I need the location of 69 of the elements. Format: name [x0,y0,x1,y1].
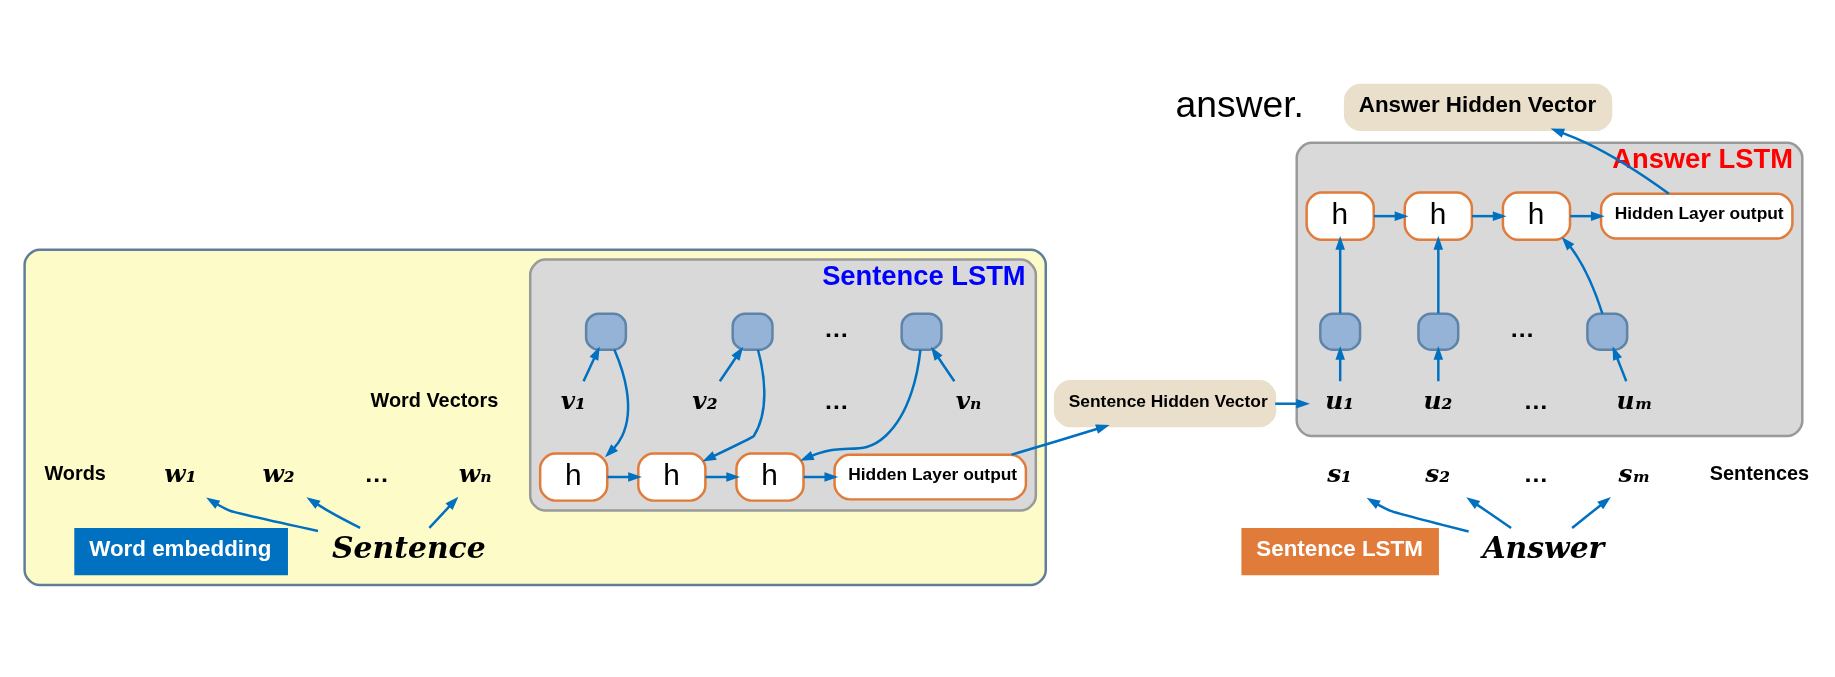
node-box: Answer Hidden Vector [1343,83,1613,132]
node-box: h [1501,191,1572,241]
node-text: u₁ [1325,385,1355,415]
arrow [1335,346,1345,382]
cluster [23,248,1047,587]
arrow [930,346,956,382]
label: Sentences [1709,462,1810,485]
arrow [1561,237,1604,314]
node-text: wₙ [458,458,492,488]
arrow [306,497,361,529]
arrow [702,349,766,462]
node-box: h [1305,191,1375,241]
label: Words [44,462,106,485]
arrow [1570,211,1605,221]
arrow [1550,128,1670,195]
arrow [1366,497,1469,533]
node-box: Sentence LSTM [1241,527,1439,576]
label: … [824,386,849,414]
arrow [1275,398,1310,409]
arrow [582,346,600,382]
node-text: uₘ [1616,385,1653,415]
arrow [1373,211,1409,221]
node-text: w₁ [164,458,197,488]
node-box: Sentence Hidden Vector [1053,380,1277,428]
arrow [607,472,642,482]
node-box: h [637,452,707,502]
node-text: Sentence [332,530,486,566]
node-box [731,312,774,351]
node-box: Hidden Layer output [1599,192,1794,240]
label: … [364,459,390,487]
arrow [1433,346,1444,382]
node-box: Word embedding [74,527,288,576]
node-box [900,312,943,351]
node-box [1586,312,1629,351]
arrow [1335,236,1345,314]
arrow [1433,236,1444,314]
label: Word Vectors [370,389,499,412]
node-box [584,312,628,351]
arrow [718,346,744,382]
node-text: Answer [1482,530,1605,566]
node-text: s₁ [1327,458,1352,488]
node-text: s₂ [1425,458,1451,488]
label: … [824,314,849,342]
arrow [1472,211,1507,221]
node-box: h [735,452,805,502]
arrow [1571,497,1611,529]
arrow [1466,497,1512,529]
arrow [705,472,740,482]
node-box: Hidden Layer output [833,453,1028,501]
node-box: h [538,452,609,502]
node-box [1417,312,1460,351]
node-text: vₙ [955,385,982,415]
label: … [1523,386,1549,414]
node-text: sₘ [1618,458,1651,488]
arrow [206,497,319,533]
arrow [428,496,459,529]
arrow [1612,346,1628,382]
node-text: v₂ [692,385,718,415]
arrow [604,349,630,458]
label: answer. [1175,82,1304,125]
node-text: w₂ [262,458,295,488]
label: … [1523,459,1549,487]
node-text: u₂ [1423,385,1453,415]
node-box [1319,312,1362,351]
node-text: v₁ [560,385,586,415]
label: … [1509,314,1535,342]
arrow [803,472,839,482]
node-box: h [1403,191,1474,241]
arrow [800,349,922,461]
